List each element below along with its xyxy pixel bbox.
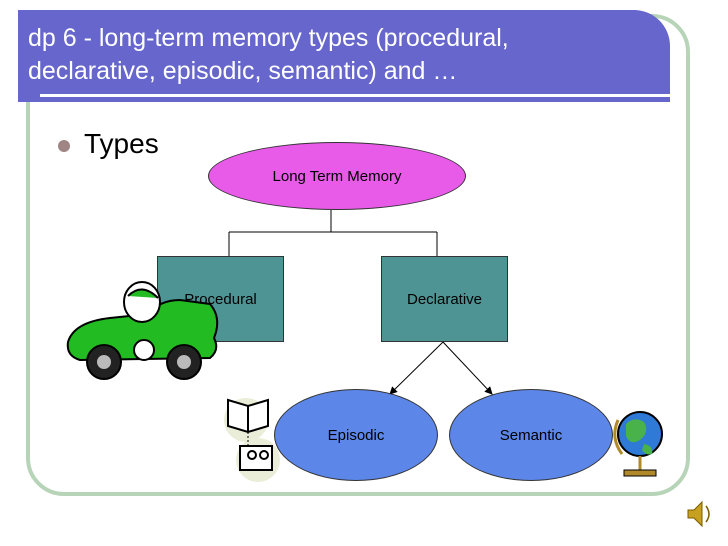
bullet-dot (58, 140, 70, 152)
node-long-term-memory: Long Term Memory (208, 142, 466, 210)
arrow-to-episodic (389, 341, 444, 395)
node-semantic: Semantic (449, 389, 613, 481)
node-declarative: Declarative (381, 256, 508, 342)
slide-title: dp 6 - long-term memory types (procedura… (28, 24, 509, 85)
bullet-text: Types (84, 128, 159, 159)
title-underline (40, 94, 670, 97)
node-episodic: Episodic (274, 389, 438, 481)
title-bar (18, 10, 670, 102)
arrow-to-semantic (442, 341, 493, 395)
